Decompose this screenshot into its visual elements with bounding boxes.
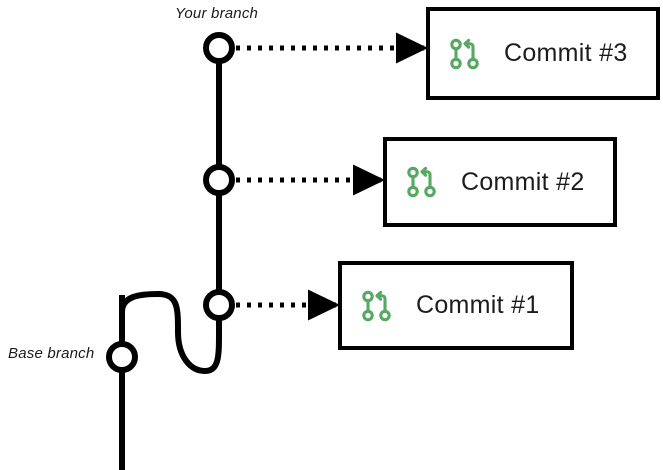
git-pull-request-icon (362, 290, 391, 321)
commit-box-3[interactable]: Commit #3 (426, 7, 660, 100)
base-branch-node[interactable] (106, 341, 138, 373)
commit-node-2[interactable] (203, 164, 235, 196)
base-branch-label: Base branch (8, 345, 95, 362)
branch-fork-curve (119, 290, 222, 375)
commit-box-3-label: Commit #3 (504, 39, 628, 67)
git-pull-request-icon (407, 166, 436, 198)
commit-box-1[interactable]: Commit #1 (338, 261, 574, 350)
commit-box-1-label: Commit #1 (416, 291, 540, 319)
commit-box-2[interactable]: Commit #2 (383, 137, 617, 227)
your-branch-label: Your branch (175, 5, 259, 22)
commit-node-1[interactable] (203, 289, 235, 321)
commit-box-2-label: Commit #2 (461, 167, 585, 196)
commit-node-3[interactable] (203, 32, 235, 64)
git-pull-request-icon (450, 38, 479, 69)
